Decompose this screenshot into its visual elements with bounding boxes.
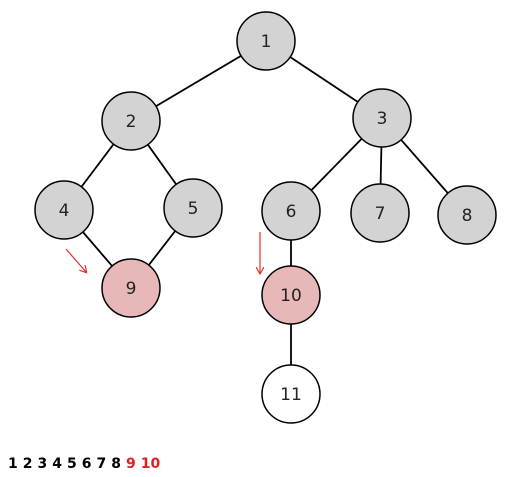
node-3: 3	[352, 88, 412, 148]
node-circle-9	[101, 258, 161, 318]
node-label-9: 9	[126, 279, 137, 299]
node-circle-6	[261, 181, 321, 241]
sequence-item: 4	[52, 456, 62, 472]
node-label-11: 11	[280, 385, 302, 405]
node-label-5: 5	[188, 199, 199, 219]
sequence-item: 9	[126, 456, 136, 472]
node-circle-1	[236, 11, 296, 71]
node-1: 1	[236, 11, 296, 71]
graph-diagram: 1 2 3 4 5 6 7 8 9 10 11	[34, 11, 497, 424]
node-circle-5	[163, 178, 223, 238]
node-9: 9	[101, 258, 161, 318]
sequence-item: 6	[81, 456, 92, 472]
node-label-1: 1	[261, 32, 272, 52]
arrow-to-node-9	[65, 248, 86, 272]
node-5: 5	[163, 178, 223, 238]
node-7: 7	[350, 183, 410, 243]
sequence-item: 7	[96, 456, 107, 472]
sequence-item: 10	[140, 456, 161, 472]
sequence-item: 5	[67, 456, 77, 472]
node-8: 8	[437, 185, 497, 245]
node-11: 11	[261, 364, 321, 424]
sequence-item: 1	[8, 456, 18, 472]
node-circle-4	[34, 180, 94, 240]
node-2: 2	[101, 91, 161, 151]
node-circle-8	[437, 185, 497, 245]
node-label-3: 3	[377, 109, 388, 129]
node-10: 10	[261, 265, 321, 325]
nodes-layer: 1 2 3 4 5 6 7 8 9 10 11	[34, 11, 497, 424]
node-label-2: 2	[126, 112, 137, 132]
node-6: 6	[261, 181, 321, 241]
sequence-item: 2	[22, 456, 33, 472]
sequence-item: 3	[37, 456, 48, 472]
node-circle-10	[261, 265, 321, 325]
arrows-layer	[65, 232, 260, 273]
node-label-10: 10	[280, 286, 302, 306]
node-circle-11	[261, 364, 321, 424]
sequence-item: 8	[111, 456, 121, 472]
node-label-7: 7	[375, 204, 386, 224]
node-4: 4	[34, 180, 94, 240]
node-label-6: 6	[286, 202, 297, 222]
node-circle-7	[350, 183, 410, 243]
node-circle-2	[101, 91, 161, 151]
node-circle-3	[352, 88, 412, 148]
node-label-8: 8	[462, 206, 473, 226]
node-label-4: 4	[59, 201, 70, 221]
